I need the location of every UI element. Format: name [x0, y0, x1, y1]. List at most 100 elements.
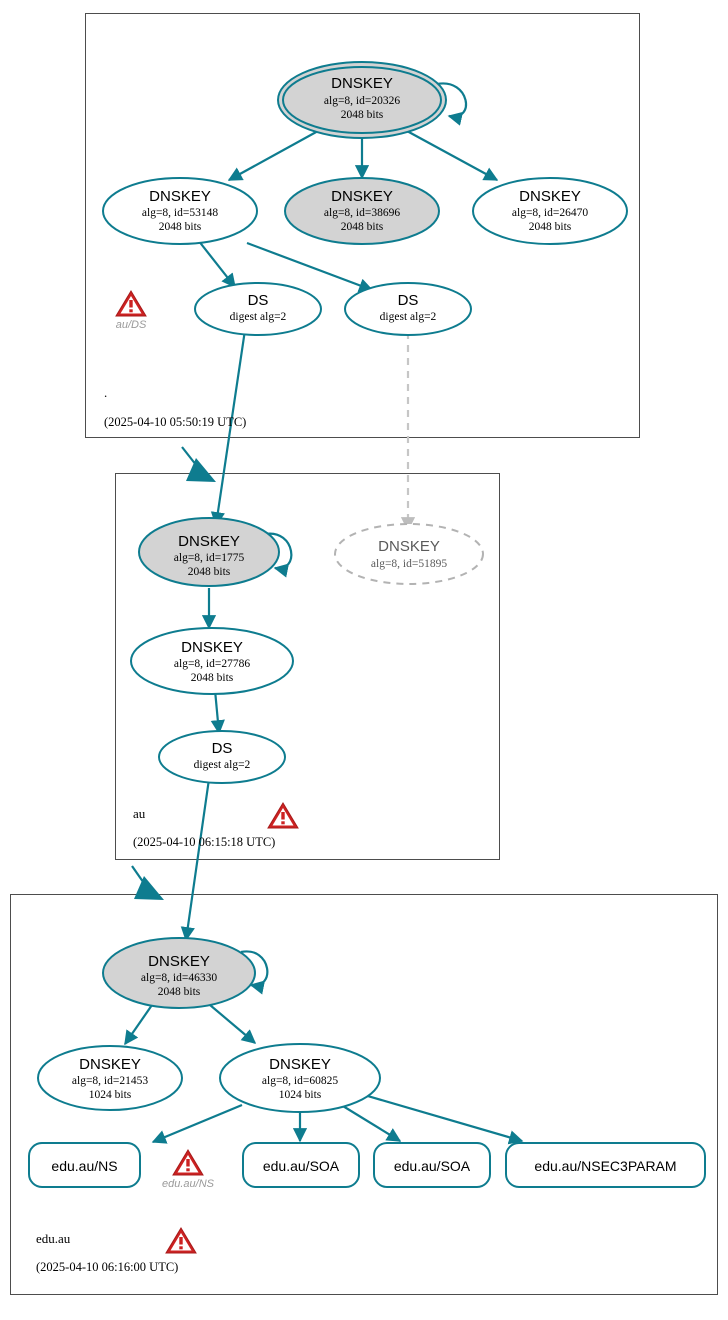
- node-ring: [102, 937, 256, 1009]
- node-title: DS: [212, 740, 233, 757]
- node-line2: digest alg=2: [380, 311, 437, 323]
- node-dnskey-27786[interactable]: DNSKEY alg=8, id=27786 2048 bits: [130, 627, 294, 695]
- node-ring: [158, 730, 286, 784]
- node-dnskey-26470[interactable]: DNSKEY alg=8, id=26470 2048 bits: [472, 177, 628, 245]
- zone-timestamp-edu-au: (2025-04-10 06:16:00 UTC): [36, 1260, 178, 1274]
- node-line3: 1024 bits: [279, 1089, 322, 1101]
- edge-eduau-60825-to-soa-2: [337, 1102, 402, 1142]
- node-title: DS: [248, 292, 269, 309]
- warning-icon-bar: [281, 812, 285, 820]
- node-title: DNSKEY: [331, 75, 393, 92]
- zone-timestamp-au: (2025-04-10 06:15:18 UTC): [133, 835, 275, 849]
- zone-label-au: au: [133, 806, 146, 821]
- edge-self-sign-root-ksk: [436, 82, 468, 126]
- node-dnskey-21453[interactable]: DNSKEY alg=8, id=21453 1024 bits: [37, 1045, 183, 1111]
- node-line3: 2048 bits: [529, 221, 572, 233]
- warning-zone-au[interactable]: [267, 802, 299, 829]
- zone-box-root: [85, 13, 640, 438]
- node-ring: [138, 517, 280, 587]
- warning-edu-au-ns[interactable]: edu.au/NS: [162, 1149, 215, 1190]
- node-line2: alg=8, id=21453: [72, 1075, 148, 1087]
- node-line2: alg=8, id=1775: [174, 552, 245, 564]
- edge-eduau-ksk-to-21453: [124, 1004, 153, 1046]
- node-ds-root-2[interactable]: DS digest alg=2: [344, 282, 472, 336]
- edge-au-ds-to-eduau-ksk: [180, 778, 211, 942]
- node-ring: [130, 627, 294, 695]
- node-line2: alg=8, id=26470: [512, 207, 588, 219]
- zone-box-edu-au: [10, 894, 718, 1295]
- rrset-label: edu.au/NSEC3PARAM: [534, 1158, 676, 1174]
- node-ring: [219, 1043, 381, 1113]
- node-line3: 2048 bits: [341, 221, 384, 233]
- edge-au-27786-to-ds: [210, 689, 225, 735]
- node-title: DNSKEY: [378, 538, 440, 555]
- rrset-label: edu.au/NS: [51, 1158, 117, 1174]
- edge-root-ds1-to-au-ksk: [210, 329, 247, 527]
- rrset-edu-au-soa-1[interactable]: edu.au/SOA: [242, 1142, 360, 1188]
- node-title: DNSKEY: [181, 639, 243, 656]
- warning-icon-bar: [186, 1159, 190, 1167]
- node-dnskey-53148[interactable]: DNSKEY alg=8, id=53148 2048 bits: [102, 177, 258, 245]
- node-line2: alg=8, id=38696: [324, 207, 400, 219]
- node-line2: alg=8, id=27786: [174, 658, 250, 670]
- node-ds-au[interactable]: DS digest alg=2: [158, 730, 286, 784]
- warning-icon-bar: [129, 300, 133, 308]
- node-title: DS: [398, 292, 419, 309]
- edge-self-sign-au-ksk: [264, 532, 293, 578]
- rrset-label: edu.au/SOA: [394, 1158, 471, 1174]
- warning-icon-dot: [129, 309, 133, 313]
- node-dnskey-1775[interactable]: DNSKEY alg=8, id=1775 2048 bits: [138, 517, 280, 587]
- warning-au-ds[interactable]: au/DS: [115, 290, 147, 331]
- edge-eduau-60825-to-ns: [151, 1103, 243, 1144]
- node-ring: [284, 177, 440, 245]
- warning-zone-edu-au[interactable]: [165, 1227, 197, 1254]
- node-dnskey-51895-nonexistent[interactable]: DNSKEY alg=8, id=51895: [334, 523, 484, 585]
- node-title: DNSKEY: [269, 1056, 331, 1073]
- node-line2: alg=8, id=20326: [324, 95, 400, 107]
- rrset-box: [373, 1142, 491, 1188]
- warning-label: au/DS: [116, 319, 147, 331]
- node-dnskey-46330[interactable]: DNSKEY alg=8, id=46330 2048 bits: [102, 937, 256, 1009]
- warning-icon-bar: [179, 1237, 183, 1245]
- node-inner-ring: [282, 66, 442, 134]
- warning-icon-dot: [281, 821, 285, 825]
- rrset-edu-au-nsec3param[interactable]: edu.au/NSEC3PARAM: [505, 1142, 706, 1188]
- node-line2: alg=8, id=46330: [141, 972, 217, 984]
- node-line3: 1024 bits: [89, 1089, 132, 1101]
- node-title: DNSKEY: [149, 188, 211, 205]
- node-title: DNSKEY: [148, 953, 210, 970]
- node-line3: 2048 bits: [341, 109, 384, 121]
- rrset-box: [242, 1142, 360, 1188]
- node-line2: alg=8, id=60825: [262, 1075, 338, 1087]
- rrset-box: [505, 1142, 706, 1188]
- node-line3: 2048 bits: [191, 672, 234, 684]
- node-line3: 2048 bits: [158, 986, 201, 998]
- zone-box-au: [115, 473, 500, 860]
- node-ring: [334, 523, 484, 585]
- node-ring: [102, 177, 258, 245]
- edge-root-ksk-to-53148: [227, 130, 319, 181]
- node-line2: alg=8, id=51895: [371, 558, 447, 570]
- node-line2: digest alg=2: [230, 311, 287, 323]
- zone-timestamp-root: (2025-04-10 05:50:19 UTC): [104, 415, 246, 429]
- node-dnskey-38696[interactable]: DNSKEY alg=8, id=38696 2048 bits: [284, 177, 440, 245]
- node-ring: [344, 282, 472, 336]
- rrset-edu-au-ns[interactable]: edu.au/NS: [28, 1142, 141, 1188]
- warning-label: edu.au/NS: [162, 1178, 215, 1190]
- warning-icon-dot: [186, 1168, 190, 1172]
- zone-label-root: .: [104, 385, 107, 400]
- rrset-edu-au-soa-2[interactable]: edu.au/SOA: [373, 1142, 491, 1188]
- node-title: DNSKEY: [331, 188, 393, 205]
- node-dnskey-60825[interactable]: DNSKEY alg=8, id=60825 1024 bits: [219, 1043, 381, 1113]
- node-title: DNSKEY: [79, 1056, 141, 1073]
- zone-label-edu-au: edu.au: [36, 1231, 71, 1246]
- node-title: DNSKEY: [178, 533, 240, 550]
- rrset-box: [28, 1142, 141, 1188]
- node-ring: [472, 177, 628, 245]
- delegation-arrow-root-to-au-head: [186, 458, 216, 482]
- node-ds-root-1[interactable]: DS digest alg=2: [194, 282, 322, 336]
- node-dnskey-20326[interactable]: DNSKEY alg=8, id=20326 2048 bits: [277, 61, 447, 139]
- node-line2: alg=8, id=53148: [142, 207, 218, 219]
